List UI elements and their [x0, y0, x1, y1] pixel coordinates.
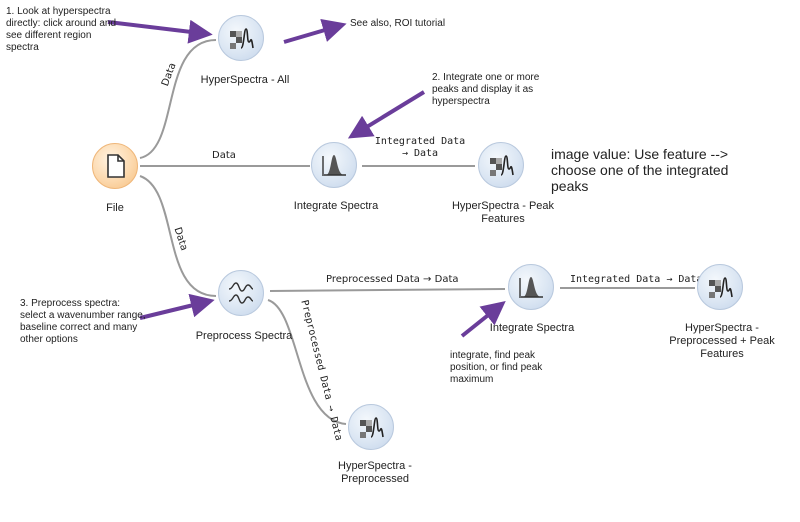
hyperspectra-all-label: HyperSpectra - All [200, 74, 290, 86]
arrow-integrate [460, 301, 506, 338]
hyperspectra-preprocessed-peak-label: HyperSpectra - Preprocessed + Peak Featu… [669, 322, 775, 360]
integrate-spectra-label: Integrate Spectra [293, 200, 379, 212]
link-label-file-integrate: Data [212, 150, 236, 161]
note-image-value: image value: Use feature --> choose one … [551, 146, 729, 194]
file-icon [107, 154, 125, 178]
file-widget[interactable] [92, 143, 142, 193]
arrow-note1 [107, 19, 213, 44]
integrate-spectra-widget[interactable] [311, 142, 361, 192]
hyperspectra-preprocessed-peak-widget[interactable] [697, 264, 747, 314]
file-label: File [106, 202, 124, 214]
integrate-icon [519, 277, 543, 298]
note-preprocess: 3. Preprocess spectra: select a wavenumb… [20, 298, 146, 345]
hyperspectra-preprocessed-widget[interactable] [348, 404, 398, 454]
preprocess-spectra-widget[interactable] [218, 270, 268, 320]
integrate-spectra-2-label: Integrate Spectra [489, 322, 575, 334]
integrate-icon [322, 155, 346, 176]
link-preprocess-integrate[interactable] [269, 288, 506, 292]
integrate-spectra-2-widget[interactable] [508, 264, 558, 314]
arrow-roi [283, 18, 347, 44]
link-file-hyper-all[interactable] [139, 39, 217, 159]
note-integrate-find-peak: integrate, find peak position, or find p… [450, 350, 543, 385]
arrow-note3 [139, 293, 215, 320]
hyperspectra-icon [360, 417, 384, 438]
hyperspectra-icon [490, 155, 514, 176]
preprocess-spectra-label: Preprocess Spectra [195, 330, 293, 342]
hyperspectra-all-widget[interactable] [218, 15, 268, 65]
hyperspectra-peak-label: HyperSpectra - Peak Features [451, 200, 555, 225]
arrow-note2 [347, 90, 426, 139]
note-hyperspectra: 1. Look at hyperspectra directly: click … [6, 6, 117, 53]
link-label-integrate2-hyper: Integrated Data → Data [570, 274, 703, 285]
hyperspectra-peak-widget[interactable] [478, 142, 528, 192]
hyperspectra-icon [230, 28, 254, 49]
link-label-integrate-hyper-peak: Integrated Data → Data [374, 136, 466, 159]
preprocess-icon [228, 282, 254, 304]
hyperspectra-icon [709, 277, 733, 298]
note-roi-tutorial: See also, ROI tutorial [350, 18, 446, 29]
link-file-preprocess[interactable] [139, 175, 217, 297]
link-label-preprocess-integrate: Preprocessed Data → Data [326, 274, 459, 285]
note-integrate-peaks: 2. Integrate one or more peaks and displ… [432, 72, 540, 107]
link-preprocess-hyper-preproc[interactable] [267, 299, 347, 425]
hyperspectra-preprocessed-label: HyperSpectra - Preprocessed [338, 460, 412, 485]
